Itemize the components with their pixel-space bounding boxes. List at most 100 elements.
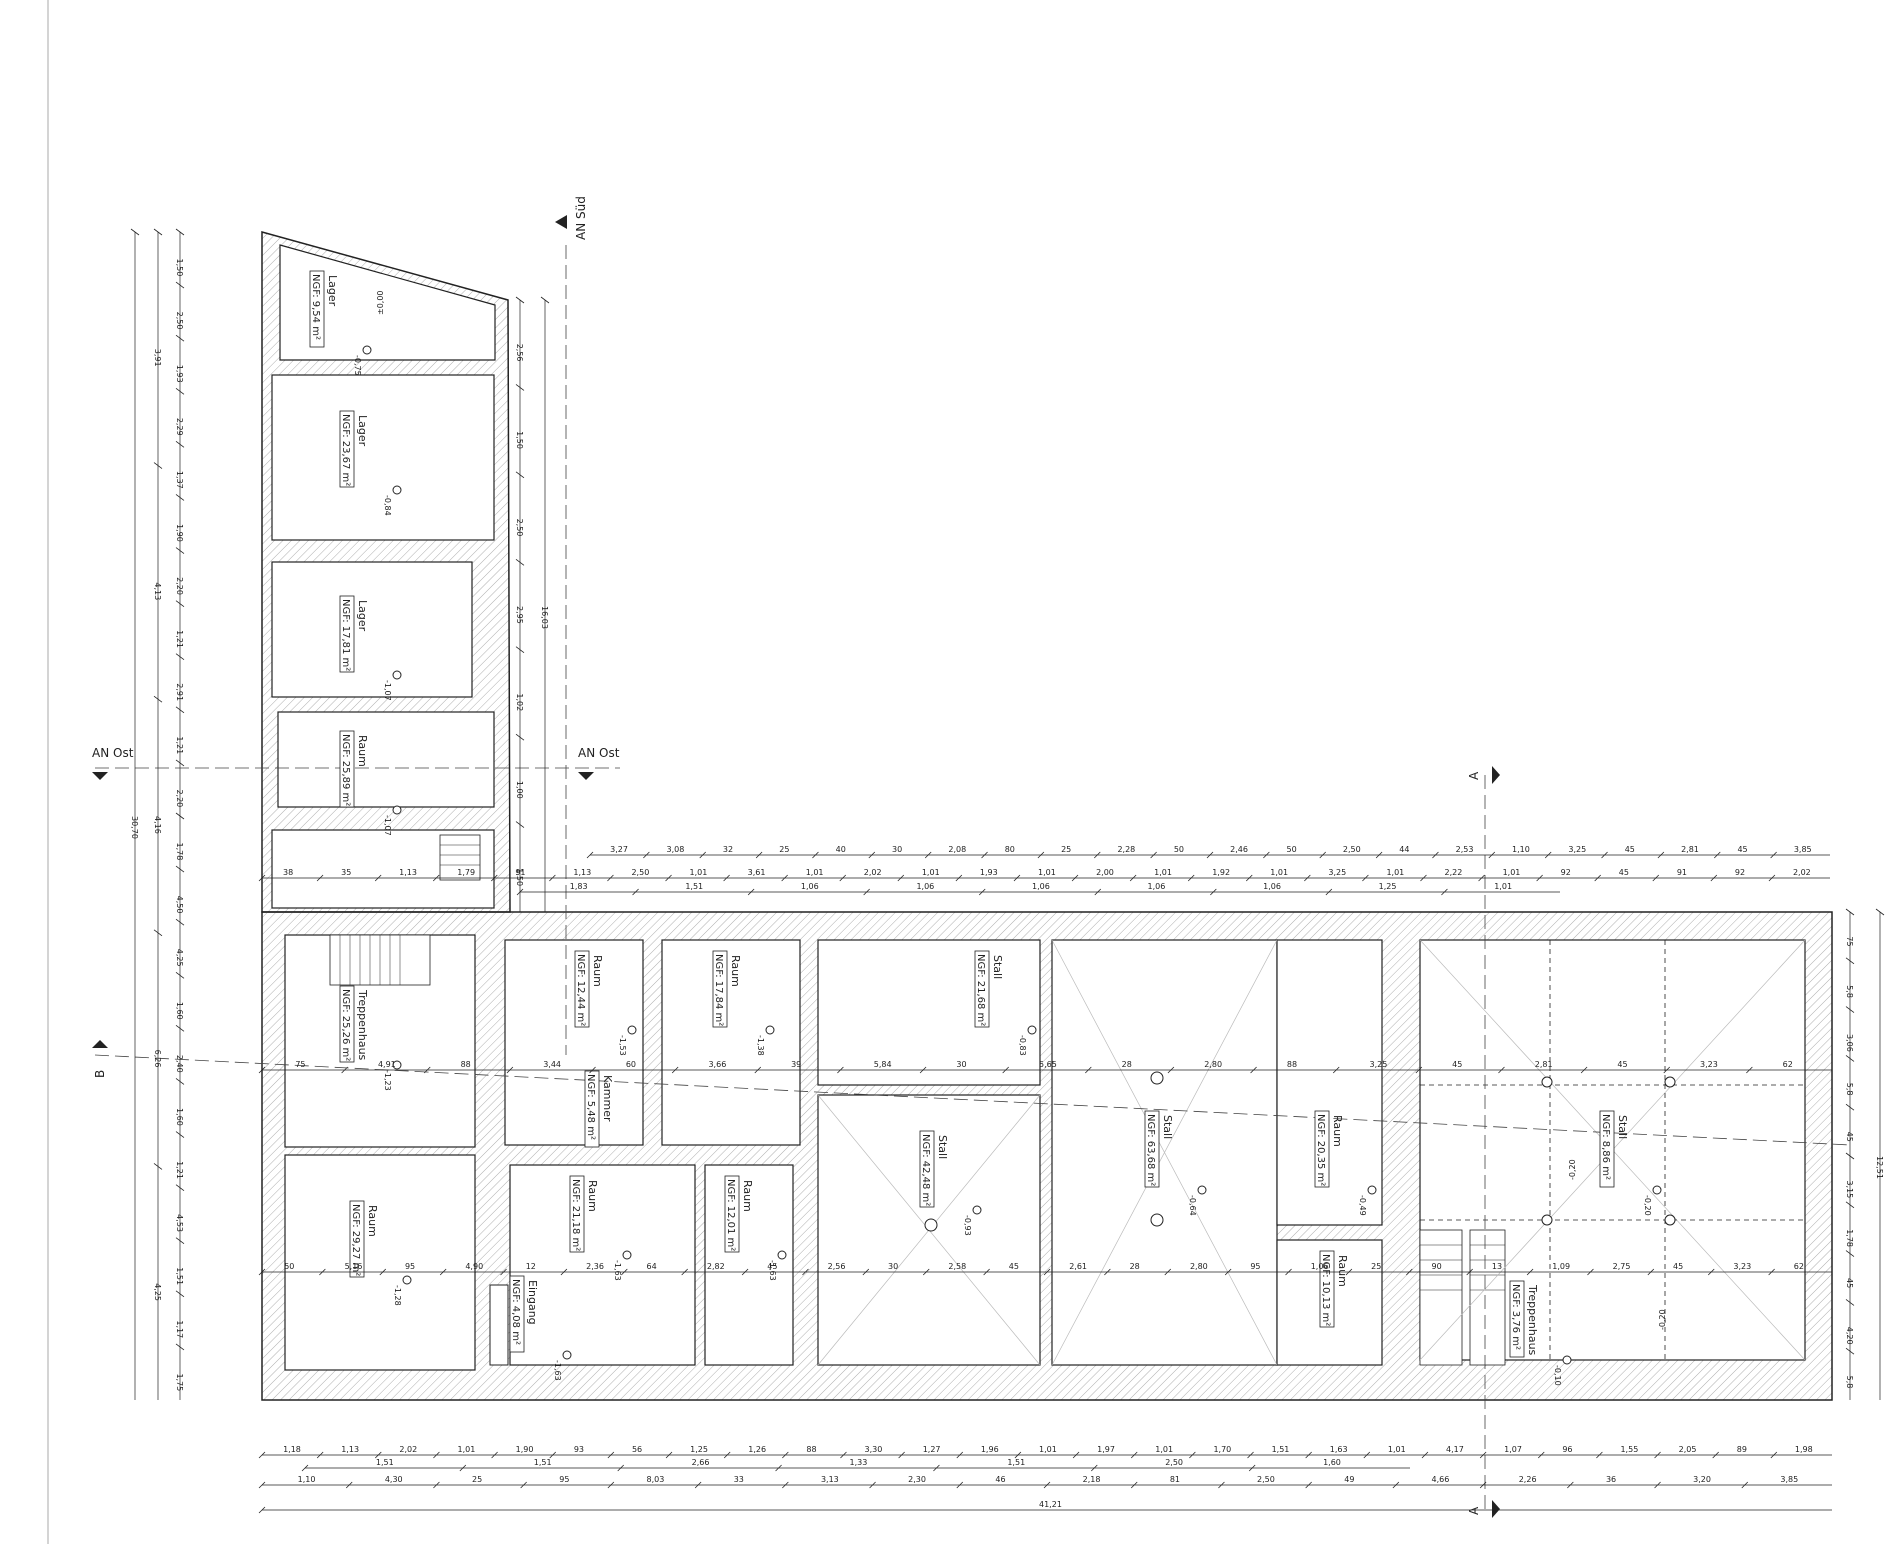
dim-mid-row2-value: 62 — [1794, 1262, 1804, 1271]
dim-right-side-tick — [1845, 1250, 1855, 1257]
dim-top-row1-tick — [1544, 851, 1552, 859]
room-name: Raum — [1331, 1115, 1344, 1147]
dim-bottom-row1-value: 1,63 — [1330, 1445, 1348, 1454]
dim-top-row2-value: 2,50 — [631, 868, 649, 877]
dim-bottom-row2-value: 4,66 — [1432, 1475, 1450, 1484]
dim-top-row2-value: 92 — [1561, 868, 1571, 877]
dim-top-row2-sub-value: 1,06 — [1148, 882, 1166, 891]
dim-bottom-row2-value: 4,30 — [385, 1475, 403, 1484]
dim-mid-row2-value: 2,61 — [1069, 1262, 1087, 1271]
dim-mid-row2-value: 30 — [888, 1262, 898, 1271]
dim-top-row2-value: 2,02 — [1793, 868, 1811, 877]
dim-bottom-row1-value: 2,05 — [1679, 1445, 1697, 1454]
dim-top-row2-tick — [607, 874, 614, 882]
dim-bottom-row1-tick — [1654, 1451, 1661, 1459]
area-box — [1144, 1110, 1160, 1188]
dim-bottom-row1-value: 1,01 — [458, 1445, 476, 1454]
dim-bottom-row1-sub-tick — [775, 1464, 782, 1472]
dim-mid-row1-value: 3,23 — [1700, 1060, 1718, 1069]
dim-mid-row2-value: 25 — [1371, 1262, 1381, 1271]
dim-left-outer-value: 1,90 — [175, 524, 184, 542]
dim-top-row1-value: 45 — [1625, 845, 1635, 854]
dim-bottom-row1-tick — [607, 1451, 615, 1459]
dim-top-row2-tick — [1768, 874, 1776, 882]
dim-top-row1-value: 2,53 — [1456, 845, 1474, 854]
dim-left-outer-value: 2,29 — [175, 418, 184, 436]
dim-top-row2-sub-value: 1,51 — [685, 882, 703, 891]
dim-mid-row2-value: 13 — [1492, 1262, 1502, 1271]
dim-mid-row2-value: 2,82 — [707, 1262, 725, 1271]
dim-bottom-row2-value: 36 — [1606, 1475, 1616, 1484]
dim-bottom-row1-value: 1,01 — [1039, 1445, 1057, 1454]
dim-top-row2-tick — [1071, 874, 1079, 882]
section-mark-a-bottom: A — [1467, 1506, 1481, 1515]
dim-top-row1-value: 40 — [836, 845, 846, 854]
dim-left-total-value: 30,70 — [130, 816, 139, 839]
dim-bottom-row1-sub-tick — [301, 1464, 309, 1472]
dim-north-right-tick — [515, 384, 525, 391]
dim-top-row1-value: 80 — [1005, 845, 1015, 854]
dim-left-outer-tick — [175, 228, 185, 236]
dim-left-outer-value: 1,21 — [175, 1161, 184, 1179]
level-symbol — [392, 1060, 402, 1070]
dim-north-right-value: 2,56 — [515, 344, 524, 362]
dimension-chains: 1,502,501,932,291,371,902,201,212,911,21… — [130, 228, 1885, 1514]
dim-mid-row1-tick — [1498, 1066, 1505, 1074]
dim-bottom-row1-value: 1,97 — [1097, 1445, 1115, 1454]
area-box — [569, 1175, 585, 1253]
dim-top-row2-value: 91 — [1677, 868, 1687, 877]
dim-mid-row1-value: 45 — [1452, 1060, 1462, 1069]
area-box — [1599, 1110, 1615, 1188]
dim-top-row2-value: 2,22 — [1445, 868, 1463, 877]
dim-right-side-tick — [1845, 1152, 1855, 1160]
dim-bottom-row1-sub-value: 1,33 — [850, 1458, 868, 1467]
dim-bottom-row1-sub-value: 1,60 — [1323, 1458, 1341, 1467]
room-name: Raum — [1336, 1255, 1349, 1287]
dim-top-row2-tick — [839, 874, 847, 882]
dim-north-right-tick — [515, 558, 525, 566]
dim-mid-row1-value: 4,91 — [378, 1060, 396, 1069]
dim-north-right-tick — [515, 296, 525, 304]
dim-bottom-total-tick — [258, 1506, 266, 1514]
section-mark-b-left: B — [93, 1070, 107, 1078]
dim-top-row1-tick — [1601, 851, 1608, 859]
dim-north-right-value: 1,02 — [515, 693, 524, 711]
dim-left-outer-tick — [175, 918, 185, 926]
dim-mid-row2-tick — [1707, 1268, 1715, 1276]
section-markers: AN Süd AN Ost AN Ost A A B — [92, 196, 1500, 1518]
dim-right-side-value: 5,8 — [1845, 985, 1854, 998]
dim-top-row2-tick — [955, 874, 963, 882]
level-mark: -1,28 — [393, 1285, 402, 1306]
dim-mid-row2-tick — [922, 1268, 930, 1276]
dim-left-outer-value: 4,50 — [175, 896, 184, 914]
dim-mid-row1-tick — [506, 1066, 514, 1074]
dim-top-row2-sub-value: 1,83 — [570, 882, 588, 891]
dim-top-row1-tick — [1150, 851, 1157, 859]
dim-left-outer-value: 2,40 — [175, 1055, 184, 1073]
dim-mid-row2-tick — [1647, 1268, 1655, 1276]
area-box — [919, 1130, 935, 1208]
dim-bottom-row2-tick — [433, 1481, 440, 1489]
dim-top-row1-tick — [981, 851, 988, 859]
dim-mid-row1-tick — [423, 1066, 431, 1074]
dim-bottom-row1-value: 1,51 — [1272, 1445, 1290, 1454]
dim-top-row1-value: 50 — [1174, 845, 1184, 854]
dim-right-side-value: 4,20 — [1845, 1327, 1854, 1345]
area-box — [1319, 1250, 1335, 1328]
dim-left-outer-tick — [175, 706, 185, 714]
level-stall-right: -0,20 — [1658, 1309, 1667, 1330]
dim-mid-row1-tick — [258, 1066, 266, 1074]
dim-top-row2-tick — [1420, 874, 1427, 882]
dim-top-row2-sub-tick — [1441, 888, 1448, 896]
dim-mid-row2-value: 95 — [1250, 1262, 1260, 1271]
level-mark: -0,49 — [1358, 1195, 1367, 1216]
dim-mid-row2-tick — [1345, 1268, 1353, 1276]
dim-bottom-row2-value: 81 — [1170, 1475, 1180, 1484]
dim-left-outer-value: 1,60 — [175, 1002, 184, 1020]
dim-bottom-row2-tick — [1043, 1481, 1051, 1489]
section-mark-an-ost-left: AN Ost — [92, 746, 134, 760]
area-box — [339, 410, 355, 488]
